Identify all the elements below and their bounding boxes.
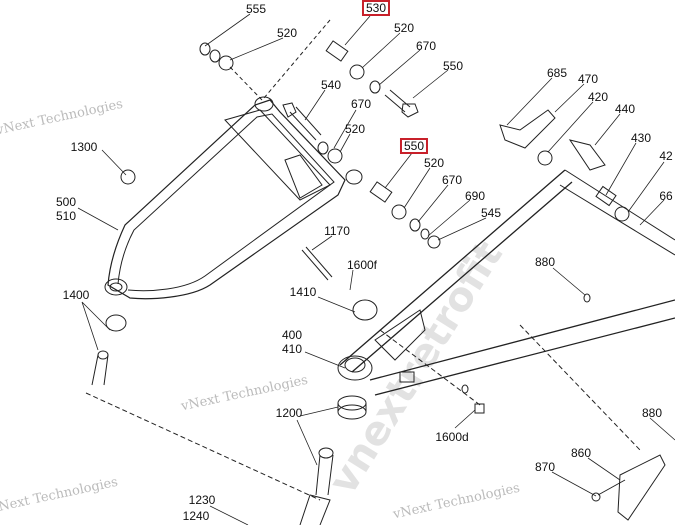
- callout-1300: 1300: [70, 140, 98, 154]
- callout-400: 400: [281, 328, 303, 342]
- callout-420: 420: [587, 90, 609, 104]
- trailing-arm: [337, 109, 675, 396]
- callout-550-highlighted: 550: [399, 138, 429, 154]
- callout-870: 870: [534, 460, 556, 474]
- callout-510: 510: [55, 209, 77, 223]
- callout-42-cropped: 42: [659, 149, 673, 163]
- callout-520: 520: [393, 21, 415, 35]
- callout-470: 470: [577, 72, 599, 86]
- callout-430: 430: [630, 131, 652, 145]
- callout-880: 880: [641, 406, 663, 420]
- callout-520: 520: [276, 26, 298, 40]
- callout-860: 860: [570, 446, 592, 460]
- callout-670: 670: [350, 97, 372, 111]
- callout-690: 690: [464, 189, 486, 203]
- callout-1410: 1410: [289, 285, 317, 299]
- leader-lines: [77, 13, 675, 525]
- callout-440: 440: [614, 102, 636, 116]
- snap-ring: [120, 169, 136, 185]
- callout-1230: 1230: [188, 493, 216, 507]
- callout-670: 670: [441, 173, 463, 187]
- bushings-bolts: [199, 19, 441, 249]
- callout-670: 670: [415, 39, 437, 53]
- callout-1600d: 1600d: [435, 430, 469, 444]
- callout-1600f: 1600f: [346, 258, 378, 272]
- callout-1400: 1400: [62, 288, 90, 302]
- callout-540: 540: [320, 78, 342, 92]
- spindle-parts: [85, 246, 666, 525]
- callout-880: 880: [534, 255, 556, 269]
- callout-66-cropped: 66: [659, 189, 673, 203]
- callout-545: 545: [480, 206, 502, 220]
- a-arm-upper: [104, 96, 363, 300]
- callout-410: 410: [281, 342, 303, 356]
- callout-500: 500: [55, 195, 77, 209]
- callout-1240: 1240: [182, 509, 210, 523]
- callout-550: 550: [442, 59, 464, 73]
- callout-520: 520: [344, 122, 366, 136]
- callout-555: 555: [245, 2, 267, 16]
- callout-1170: 1170: [324, 224, 350, 238]
- callout-1200: 1200: [275, 406, 303, 420]
- callout-685: 685: [546, 66, 568, 80]
- callout-520: 520: [423, 156, 445, 170]
- callout-530-highlighted: 530: [361, 0, 391, 16]
